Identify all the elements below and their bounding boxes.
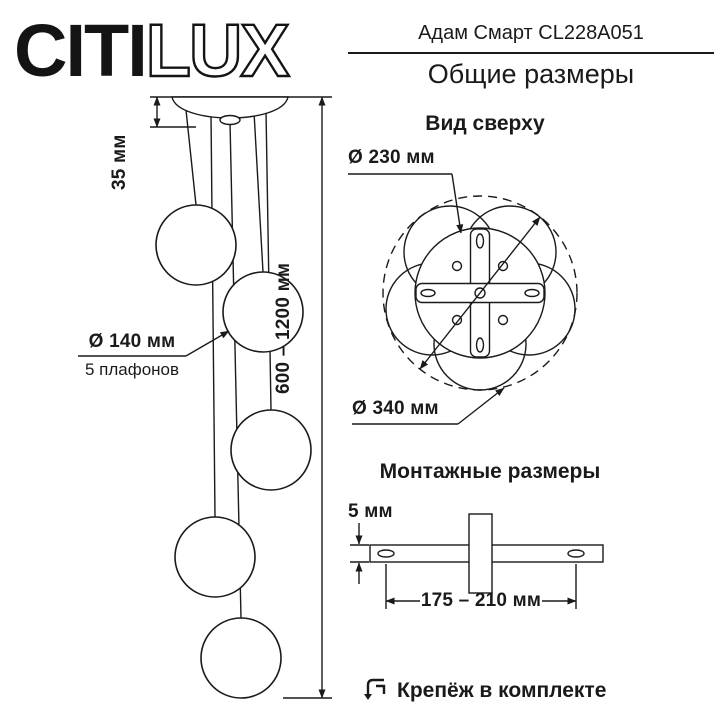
- bracket-slot: [475, 233, 485, 249]
- model-title: Адам Смарт CL228A051: [348, 22, 714, 54]
- shade-spheres: [155, 204, 312, 699]
- dim-total-height: [283, 96, 332, 699]
- overall-diameter-leader: [352, 387, 505, 425]
- mounting-slot: [567, 549, 585, 558]
- logo-citi: CITI: [14, 14, 146, 92]
- header: Адам Смарт CL228A051 Общие размеры: [348, 22, 714, 90]
- front-view-drawing: [78, 96, 332, 699]
- shade-count-label: 5 плафонов: [84, 360, 180, 379]
- sheet-subtitle: Общие размеры: [427, 59, 635, 89]
- citilux-logo: CITILUX: [14, 14, 293, 93]
- shade-sphere: [155, 204, 237, 286]
- canopy-diameter-leader: [348, 173, 464, 234]
- shade-sphere: [200, 617, 282, 699]
- bracket-slot: [524, 288, 540, 298]
- dim-hole-span: [385, 564, 577, 609]
- shade-sphere: [222, 271, 304, 353]
- fastener-icon: [364, 678, 386, 700]
- overall-diameter-line: [419, 216, 541, 370]
- shade-sphere: [230, 409, 312, 491]
- dim-canopy-height: [150, 96, 196, 128]
- shade-diameter-label: Ø 140 мм: [88, 331, 176, 352]
- top-view-title: Вид сверху: [425, 112, 545, 135]
- bracket-slot: [475, 337, 485, 353]
- canopy-diameter-label: Ø 230 мм: [348, 147, 435, 168]
- bracket-slot: [420, 288, 436, 298]
- mounting-strap: [468, 513, 493, 594]
- mounting-slot: [377, 549, 395, 558]
- mounting-drawing: [350, 513, 604, 609]
- top-view-drawing: [348, 173, 578, 425]
- canopy-hub: [219, 114, 241, 126]
- canopy-height-label: 35 мм: [109, 134, 130, 190]
- screw-hole: [497, 314, 509, 326]
- dim-plate-thickness: [350, 523, 369, 584]
- total-height-label: 600 – 1200 мм: [273, 262, 294, 394]
- overall-diameter-label: Ø 340 мм: [352, 398, 439, 419]
- svg-text:CITILUX: CITILUX: [14, 14, 289, 92]
- screw-hole: [451, 260, 463, 272]
- hole-span-label: 175 – 210 мм: [420, 590, 542, 611]
- shade-sphere: [174, 516, 256, 598]
- fasteners-included-note: Крепёж в комплекте: [397, 679, 607, 702]
- shade-diameter-leader: [78, 330, 230, 357]
- logo-lux: LUX: [146, 14, 290, 92]
- plate-thickness-label: 5 мм: [348, 501, 393, 522]
- mounting-title: Монтажные размеры: [379, 460, 601, 483]
